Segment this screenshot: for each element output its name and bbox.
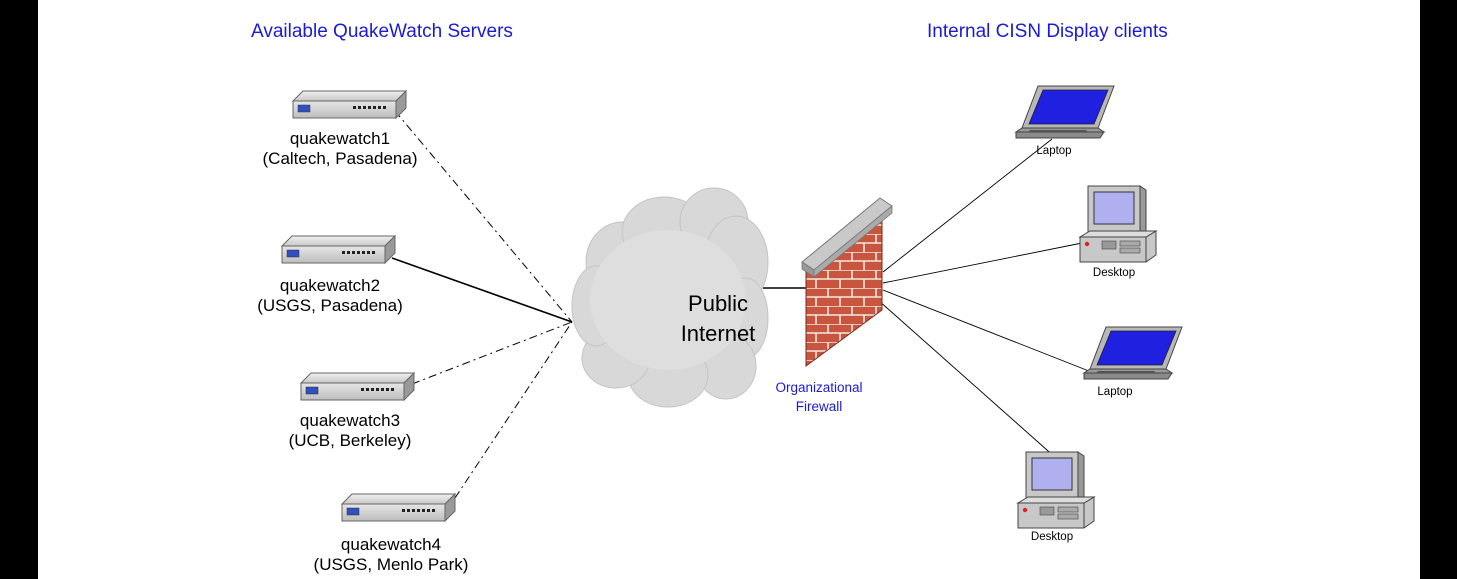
link-quakewatch2 xyxy=(391,257,573,323)
cloud-label-line2: Internet xyxy=(680,321,756,346)
cloud-core xyxy=(590,230,746,370)
firewall-label-line1: Organizational xyxy=(775,380,863,395)
link-quakewatch1 xyxy=(394,110,573,323)
server-name: quakewatch4 xyxy=(340,535,442,554)
link-laptop-1 xyxy=(882,138,1053,273)
desktop-icon xyxy=(1078,185,1158,263)
firewall-icon xyxy=(801,197,893,367)
server-name: quakewatch2 xyxy=(279,276,381,295)
cloud-label-line1: Public xyxy=(688,291,748,316)
server-label-2: quakewatch2 (USGS, Pasadena) xyxy=(240,276,420,316)
diagram-graphics xyxy=(280,85,1183,529)
server-location: (Caltech, Pasadena) xyxy=(262,149,418,168)
server-location: (USGS, Menlo Park) xyxy=(313,555,469,574)
server-icon-4 xyxy=(340,492,457,523)
server-label-1: quakewatch1 (Caltech, Pasadena) xyxy=(250,129,430,169)
laptop-icon xyxy=(1014,85,1115,139)
link-laptop-2 xyxy=(882,289,1095,374)
server-icon-3 xyxy=(299,371,416,402)
client-label-1: Laptop xyxy=(1036,145,1072,157)
client-label-2: Desktop xyxy=(1092,267,1136,279)
server-icon-1 xyxy=(291,89,408,120)
server-name: quakewatch1 xyxy=(289,129,391,148)
cloud-label: Public Internet xyxy=(638,289,798,349)
clients-heading: Internal CISN Display clients xyxy=(927,21,1168,42)
server-links xyxy=(391,110,573,499)
server-location: (USGS, Pasadena) xyxy=(257,296,403,315)
desktop-icon xyxy=(1016,451,1096,529)
server-location: (UCB, Berkeley) xyxy=(288,431,412,450)
server-name: quakewatch3 xyxy=(299,411,401,430)
client-label-4: Desktop xyxy=(1030,531,1074,543)
link-quakewatch4 xyxy=(454,321,573,499)
laptop-icon xyxy=(1082,326,1183,380)
client-label-3: Laptop xyxy=(1097,386,1133,398)
client-links xyxy=(877,138,1095,459)
link-desktop-2 xyxy=(877,299,1057,459)
server-label-3: quakewatch3 (UCB, Berkeley) xyxy=(260,411,440,451)
link-quakewatch3 xyxy=(411,321,573,385)
network-diagram: Available QuakeWatch Servers Internal CI… xyxy=(38,0,1420,579)
server-label-4: quakewatch4 (USGS, Menlo Park) xyxy=(301,535,481,575)
firewall-label-line2: Firewall xyxy=(795,399,843,414)
servers-heading: Available QuakeWatch Servers xyxy=(251,21,513,42)
firewall-label: Organizational Firewall xyxy=(754,378,884,416)
link-desktop-1 xyxy=(882,242,1083,284)
server-icon-2 xyxy=(280,234,397,265)
